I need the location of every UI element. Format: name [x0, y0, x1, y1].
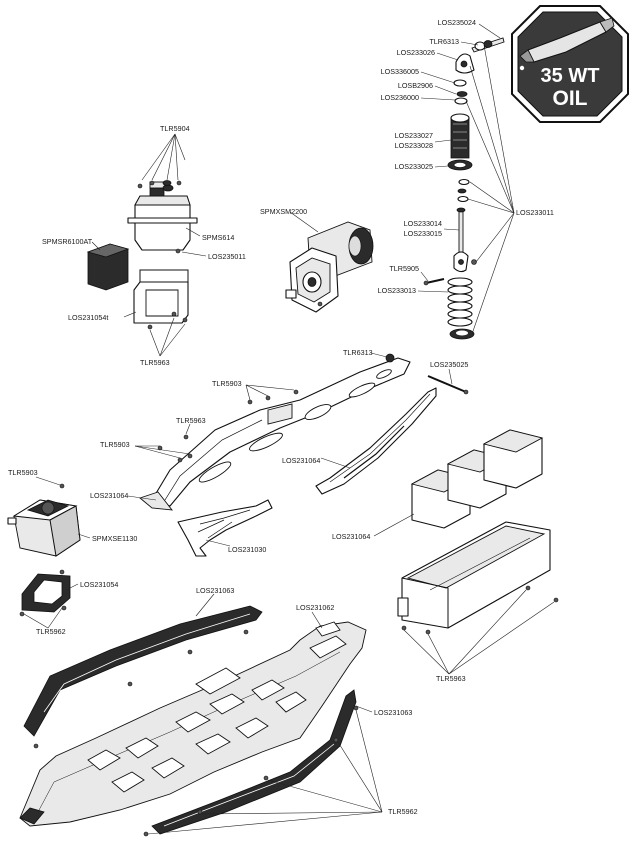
label-los233015: LOS233015: [404, 229, 442, 238]
label-los233025: LOS233025: [395, 162, 433, 171]
label-los231062: LOS231062: [296, 603, 334, 612]
part-labels: LOS235024 TLR6313 LOS233026 LOS336005 LO…: [8, 18, 554, 816]
label-losb2906: LOSB2906: [398, 81, 433, 90]
servo-mount: [133, 269, 189, 330]
battery-blocks: [410, 429, 544, 529]
shock-spring: [447, 277, 473, 327]
esc-mount: [19, 569, 71, 617]
label-los233014: LOS233014: [404, 219, 442, 228]
label-spmxsm2200: SPMXSM2200: [260, 207, 307, 216]
top-brace: [139, 353, 411, 511]
label-los231064-a: LOS231064: [282, 456, 320, 465]
oil-badge-line1: 35 WT: [541, 65, 600, 87]
label-tlr5903-esc: TLR5903: [8, 468, 38, 477]
label-tlr6313-mid: TLR6313: [343, 348, 373, 357]
label-los235011: LOS235011: [208, 252, 246, 261]
label-tlr6313-top: TLR6313: [429, 37, 459, 46]
label-los231054: LOS231054: [80, 580, 118, 589]
servo-assembly: [127, 180, 198, 254]
oil-badge: 35 WT OIL: [511, 5, 629, 123]
label-los231030: LOS231030: [228, 545, 266, 554]
label-tlr5904: TLR5904: [160, 124, 190, 133]
label-los233013: LOS233013: [378, 286, 416, 295]
label-los233027: LOS233027: [395, 131, 433, 140]
oil-bottle-icon: [519, 17, 615, 71]
label-tlr5963-mid: TLR5963: [176, 416, 206, 425]
label-los231063-a: LOS231063: [196, 586, 234, 595]
receiver: [86, 243, 130, 291]
label-spmsr6100at: SPMSR6100AT: [42, 237, 93, 246]
battery-tray: [397, 521, 559, 635]
label-los236000: LOS236000: [381, 93, 419, 102]
esc: [7, 483, 81, 557]
motor-transmission: [285, 221, 374, 313]
label-spms614: SPMS614: [202, 233, 234, 242]
label-los235025: LOS235025: [430, 360, 468, 369]
label-tlr5963-tray: TLR5963: [436, 674, 466, 683]
leader-lines: [23, 23, 555, 835]
chassis-plate-cutouts: [87, 621, 347, 793]
label-tlr5962-bottom: TLR5962: [388, 807, 418, 816]
label-los233028: LOS233028: [395, 141, 433, 150]
label-los231064-c: LOS231064: [332, 532, 370, 541]
side-guard-left: [23, 605, 263, 749]
chassis-plate: [19, 621, 367, 827]
label-los235024: LOS235024: [438, 18, 476, 27]
label-tlr5963-servo: TLR5963: [140, 358, 170, 367]
label-tlr5905: TLR5905: [389, 264, 419, 273]
label-los233026: LOS233026: [397, 48, 435, 57]
oil-badge-line2: OIL: [553, 87, 588, 110]
brace-arm-left: [177, 499, 273, 557]
label-spmxse1130: SPMXSE1130: [92, 534, 137, 543]
label-los231063-b: LOS231063: [374, 708, 412, 717]
label-tlr5962-left: TLR5962: [36, 627, 66, 636]
label-los336005: LOS336005: [381, 67, 419, 76]
brace-arm-right: [315, 375, 469, 495]
label-tlr5903-b: TLR5903: [100, 440, 130, 449]
shock-assembly: [423, 37, 505, 340]
label-los233011: LOS233011: [516, 208, 554, 217]
label-los231064-b: LOS231064: [90, 491, 128, 500]
label-los231054t: LOS231054t: [68, 313, 108, 322]
label-tlr5903-a: TLR5903: [212, 379, 242, 388]
